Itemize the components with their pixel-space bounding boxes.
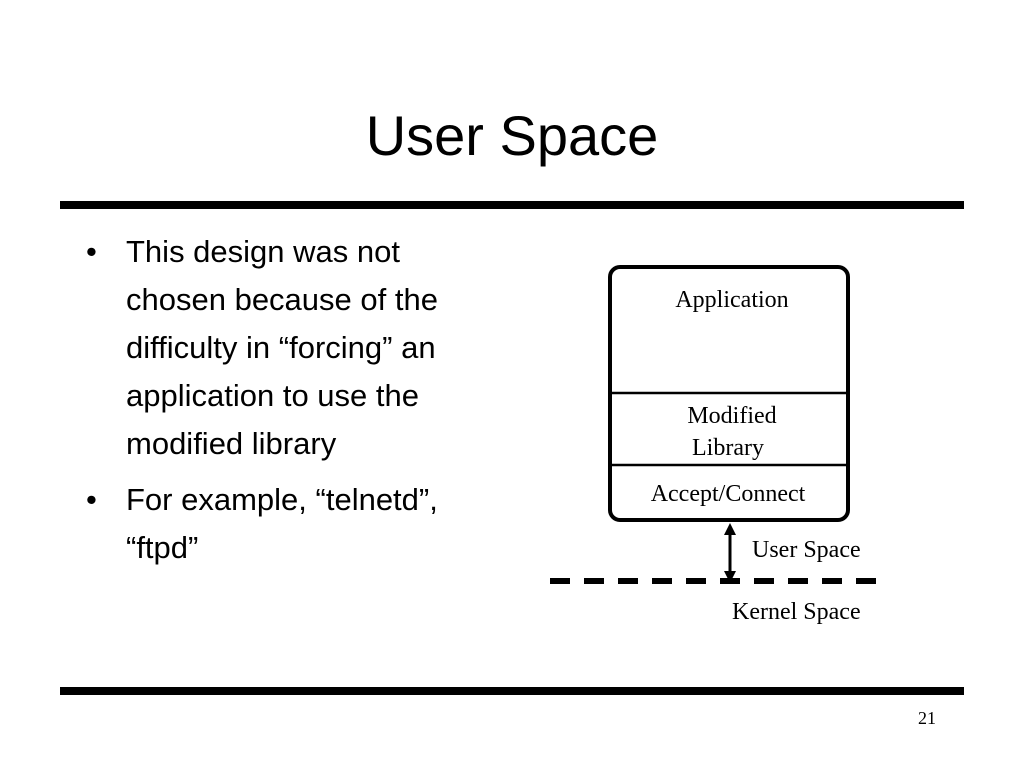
modified-library-label-line2: Library (692, 435, 764, 461)
kernel-space-label: Kernel Space (732, 599, 861, 625)
slide-title: User Space (365, 104, 659, 167)
bottom-divider (60, 687, 964, 695)
user-space-label: User Space (752, 537, 861, 563)
bullet-item: • For example, “telnetd”, “ftpd” (86, 476, 496, 572)
bullet-item: • This design was not chosen because of … (86, 228, 496, 468)
bullet-text: For example, “telnetd”, “ftpd” (126, 482, 438, 565)
application-layer-label: Application (675, 287, 788, 313)
arrow-down-head (724, 571, 736, 583)
bullet-marker: • (86, 482, 97, 517)
bullet-list: • This design was not chosen because of … (86, 228, 496, 580)
arrow-up-head (724, 523, 736, 535)
bullet-marker: • (86, 234, 97, 269)
bullet-text: This design was not chosen because of th… (126, 234, 438, 461)
top-divider (60, 201, 964, 209)
accept-connect-label: Accept/Connect (651, 481, 806, 507)
architecture-diagram: Application Modified Library Accept/Conn… (550, 265, 890, 625)
modified-library-label-line1: Modified (687, 403, 776, 429)
page-number: 21 (918, 708, 936, 728)
